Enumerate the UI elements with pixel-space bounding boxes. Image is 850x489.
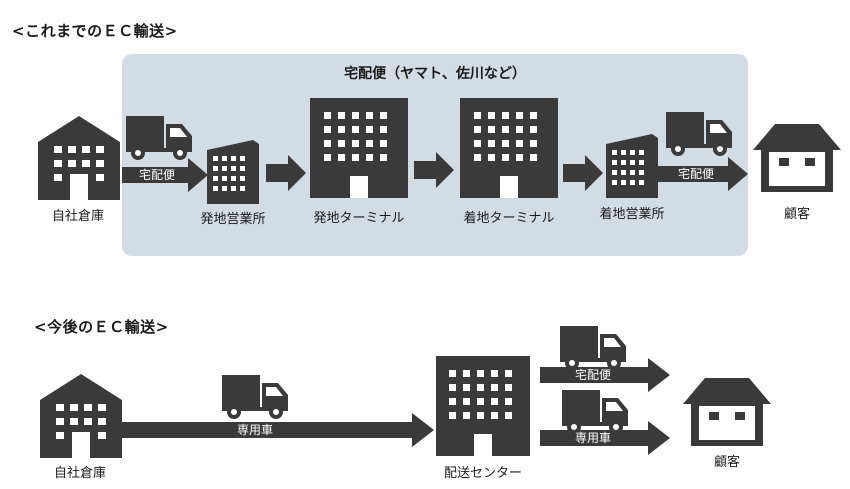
arrow-dedicated-2 [540, 421, 670, 455]
arrow-3 [414, 152, 454, 188]
label-warehouse: 自社倉庫 [51, 209, 104, 224]
label-dest-terminal: 着地ターミナル [463, 211, 555, 226]
arrow-label-last-leg: 宅配便 [677, 167, 714, 181]
customer-house-icon [753, 124, 841, 192]
arrow-2 [266, 155, 306, 191]
arrow-label-first-leg: 宅配便 [138, 168, 175, 182]
truck-icon [562, 390, 628, 434]
truck-icon [560, 326, 626, 370]
arrow-label-dedicated: 専用車 [236, 423, 273, 437]
origin-terminal-icon [310, 98, 408, 198]
arrow-parcel [540, 358, 670, 392]
arrow-dedicated [122, 413, 434, 447]
truck-icon [126, 116, 192, 160]
label-dest-office: 着地営業所 [599, 207, 665, 222]
truck-icon [666, 112, 732, 156]
warehouse-icon [40, 374, 122, 458]
arrow-label-parcel: 宅配便 [574, 368, 611, 382]
warehouse-icon [38, 116, 120, 200]
label-delivery-center: 配送センター [443, 466, 522, 481]
origin-office-icon [207, 140, 259, 204]
arrow-first-leg [122, 158, 208, 192]
label-customer: 顧客 [783, 207, 810, 222]
section-title-future: <今後のＥＣ輸送> [34, 318, 169, 336]
dest-terminal-icon [460, 98, 558, 198]
label-warehouse-2: 自社倉庫 [53, 466, 106, 481]
customer-house-icon [683, 378, 771, 446]
arrow-label-dedicated-2: 専用車 [574, 431, 611, 445]
truck-icon [222, 375, 288, 419]
label-origin-office: 発地営業所 [200, 212, 266, 227]
section-title-current: <これまでのＥＣ輸送> [12, 22, 178, 40]
dest-office-icon [606, 134, 658, 198]
label-origin-terminal: 発地ターミナル [313, 211, 405, 226]
delivery-center-icon [436, 356, 530, 456]
label-customer-2: 顧客 [713, 455, 740, 470]
arrow-last-leg [658, 157, 748, 191]
arrow-4 [563, 155, 603, 191]
panel-title: 宅配便（ヤマト、佐川など） [344, 66, 526, 82]
